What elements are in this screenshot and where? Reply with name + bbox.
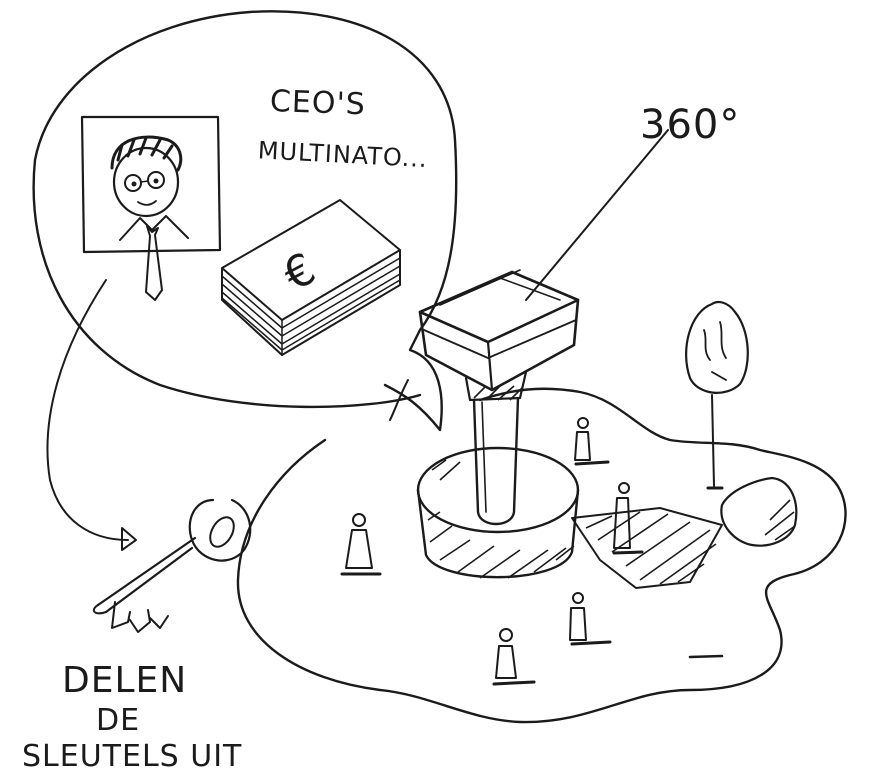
ground-island	[238, 389, 846, 722]
ground-mark	[690, 656, 722, 657]
action-label-line1: DELEN	[62, 660, 187, 701]
euro-symbol: €	[275, 243, 325, 302]
angle-label: 360°	[640, 102, 740, 148]
portrait-icon	[112, 137, 188, 300]
person-icon	[494, 629, 534, 684]
ceo-portrait	[82, 117, 220, 300]
ceo-label-line2: MULTINATO...	[257, 136, 428, 173]
rock-icon	[721, 478, 796, 546]
action-label-line2: DE	[96, 703, 140, 738]
action-label-line3: SLEUTELS UIT	[22, 739, 242, 774]
tree-icon	[686, 302, 748, 488]
person-icon	[614, 483, 642, 553]
key-icon	[94, 500, 250, 632]
angle-pointer	[526, 130, 668, 300]
person-icon	[342, 514, 380, 574]
watchtower-icon	[418, 270, 578, 578]
speech-bubble	[34, 11, 457, 430]
ceo-label-line1: CEO'S	[269, 84, 366, 122]
person-icon	[570, 593, 610, 644]
person-icon	[575, 418, 608, 464]
tower-shadow	[572, 508, 722, 588]
connector-line	[47, 280, 128, 540]
